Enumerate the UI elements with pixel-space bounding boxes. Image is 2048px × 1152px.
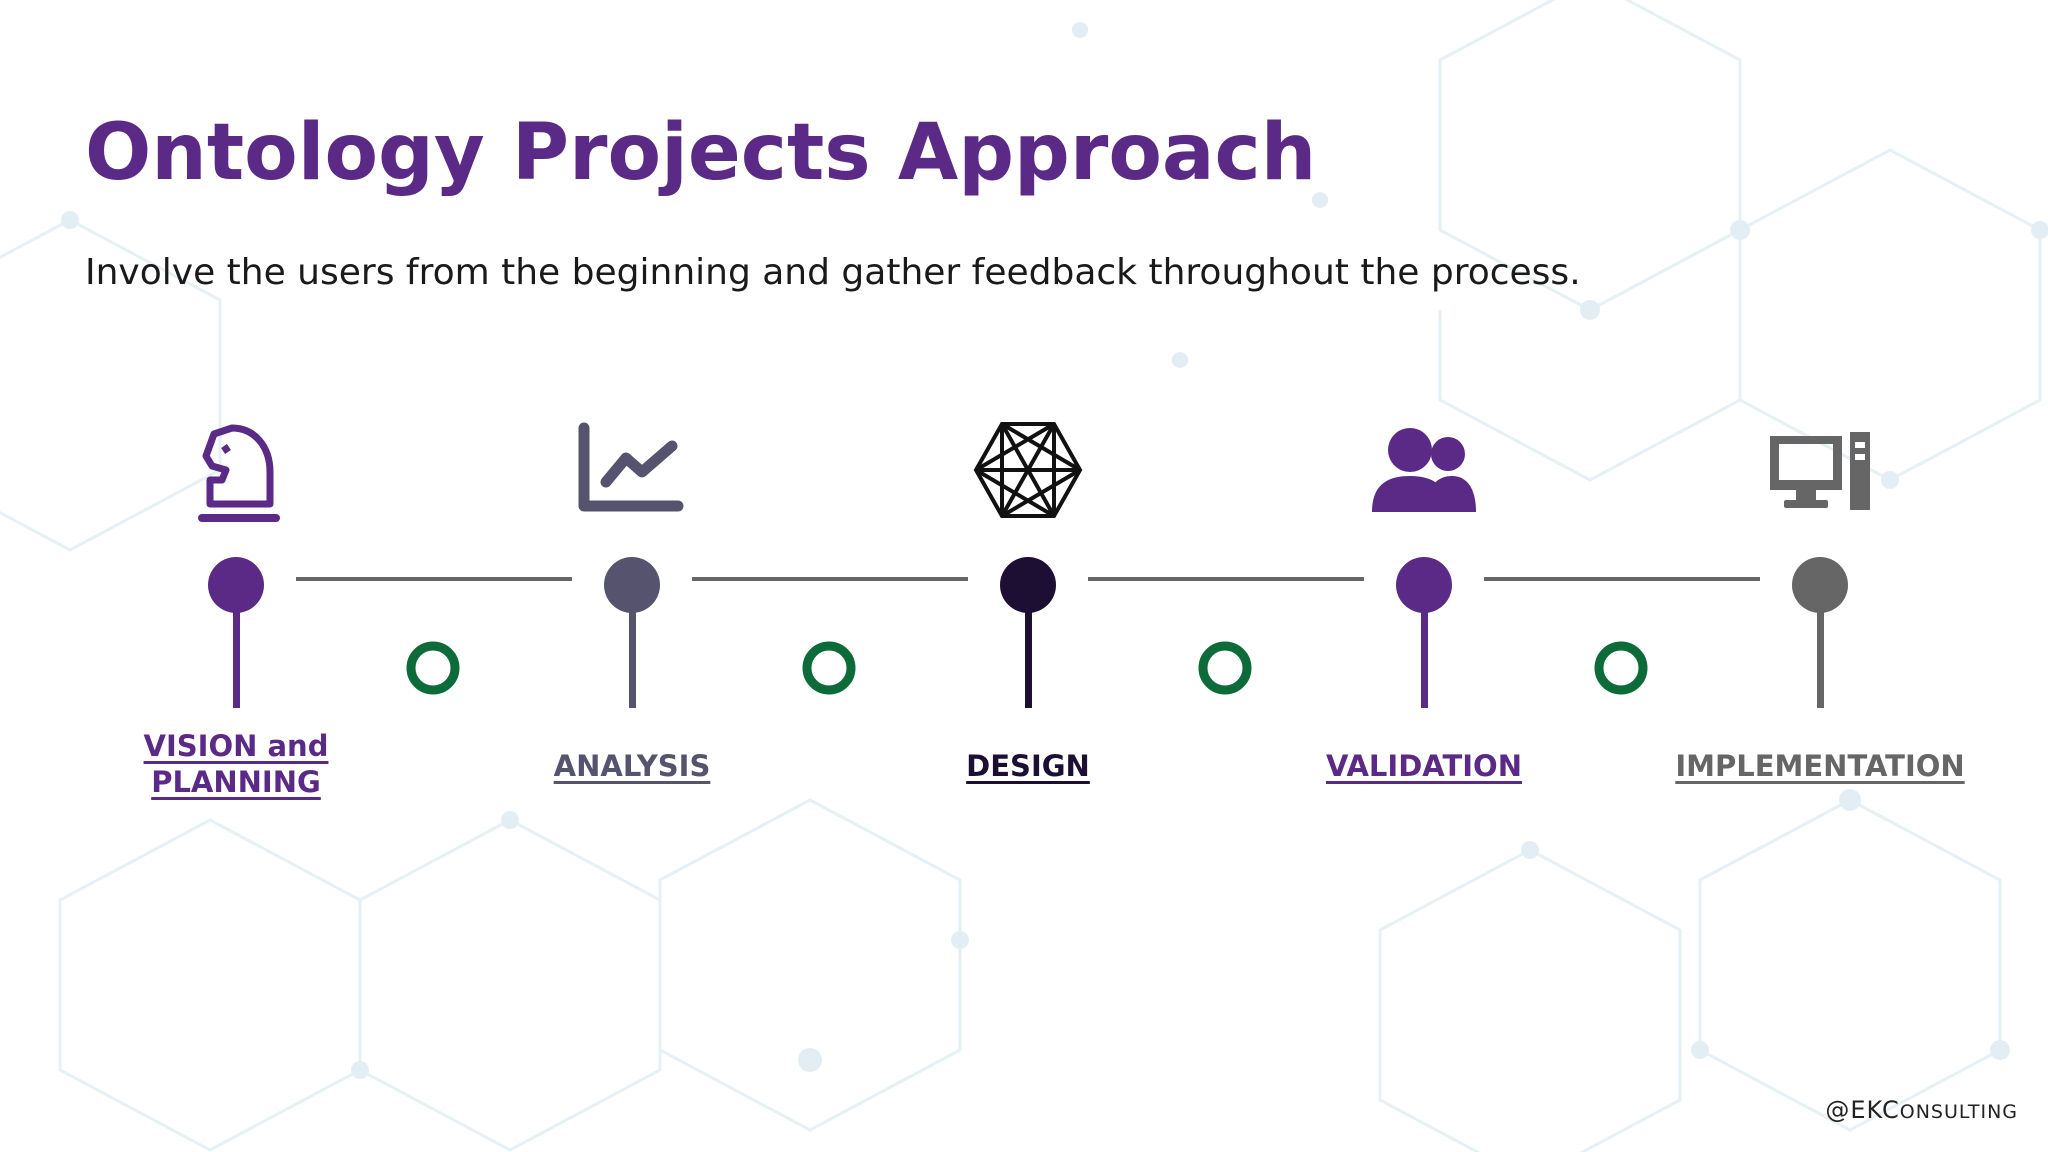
stage-link-vision-planning[interactable]: VISION and PLANNING — [106, 728, 366, 800]
refresh-cycle-icon — [1594, 641, 1648, 695]
stage-label-line1: VISION and — [143, 729, 329, 763]
refresh-cycle-icon — [406, 641, 460, 695]
timeline-connector — [692, 577, 968, 581]
timeline-connector — [296, 577, 572, 581]
refresh-cycle-icon — [1198, 641, 1252, 695]
footer-at: @EK — [1825, 1096, 1882, 1124]
stage-stem-implementation — [1817, 600, 1824, 708]
refresh-cycle-icon — [802, 641, 856, 695]
timeline-connector — [1088, 577, 1364, 581]
stage-link-validation[interactable]: VALIDATION — [1326, 749, 1522, 783]
desktop-computer-icon — [1770, 432, 1870, 510]
hexagon-network-icon — [973, 422, 1083, 518]
users-icon — [1372, 428, 1476, 512]
page-subtitle: Involve the users from the beginning and… — [85, 252, 1581, 293]
stage-link-analysis[interactable]: ANALYSIS — [553, 749, 711, 783]
chess-knight-icon — [198, 424, 280, 522]
footer-c: C — [1881, 1096, 1900, 1124]
stage-link-implementation[interactable]: IMPLEMENTATION — [1675, 749, 1965, 783]
timeline-connector — [1484, 577, 1760, 581]
footer-rest: ONSULTING — [1899, 1101, 2018, 1123]
page-title: Ontology Projects Approach — [85, 108, 1317, 198]
stage-stem-design — [1025, 600, 1032, 708]
stage-stem-validation — [1421, 600, 1428, 708]
line-chart-icon — [578, 422, 684, 512]
stage-link-design[interactable]: DESIGN — [966, 749, 1090, 783]
stage-label-line2: PLANNING — [151, 765, 321, 799]
footer-watermark: @EKCONSULTING — [1825, 1096, 2018, 1124]
stage-stem-analysis — [629, 600, 636, 708]
stage-stem-vision-planning — [233, 600, 240, 708]
